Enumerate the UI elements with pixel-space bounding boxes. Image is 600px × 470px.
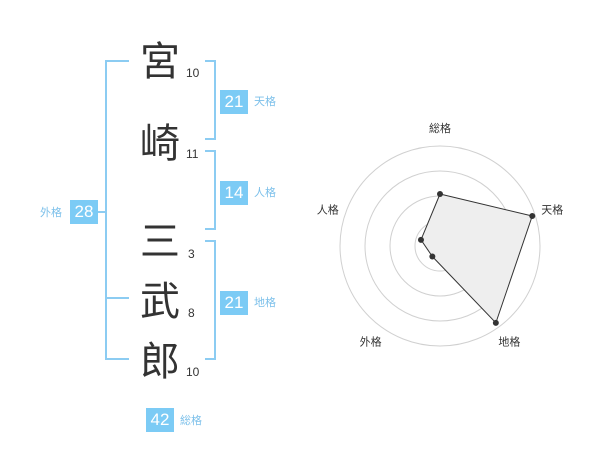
radar-axis-label-3: 地格 bbox=[498, 334, 520, 348]
gaikaku-value: 28 bbox=[70, 200, 98, 224]
gaikaku-label: 外格 bbox=[40, 206, 62, 219]
stroke-count-2: 11 bbox=[186, 147, 199, 161]
tenkaku-label: 天格 bbox=[254, 95, 276, 108]
chikaku-label: 地格 bbox=[254, 296, 276, 309]
radar-axis-label-1: 総格 bbox=[429, 121, 451, 135]
gaikaku-bracket bbox=[105, 60, 129, 360]
soukaku-label: 総格 bbox=[180, 414, 202, 427]
name-char-2: 崎 bbox=[140, 121, 180, 167]
name-char-3: 三 bbox=[140, 219, 180, 265]
jinkaku-bracket bbox=[205, 150, 216, 230]
radar-point-2 bbox=[529, 213, 536, 220]
radar-point-3 bbox=[492, 319, 499, 326]
stroke-count-5: 10 bbox=[186, 365, 200, 379]
name-char-1: 宮 bbox=[140, 39, 180, 85]
stroke-count-4: 8 bbox=[188, 306, 195, 320]
radar-axis-label-2: 天格 bbox=[541, 203, 563, 217]
radar-axis-label-4: 外格 bbox=[360, 334, 382, 348]
name-char-4: 武 bbox=[140, 279, 180, 325]
jinkaku-value: 14 bbox=[220, 181, 248, 205]
radar-area bbox=[420, 193, 533, 324]
radar-ring-4 bbox=[339, 145, 541, 347]
radar-axis-label-5: 人格 bbox=[317, 203, 339, 217]
stroke-count-1: 10 bbox=[186, 66, 200, 80]
stroke-count-3: 3 bbox=[188, 247, 195, 261]
chikaku-bracket bbox=[205, 240, 216, 360]
gaikaku-bracket-connector bbox=[97, 211, 106, 213]
radar-point-4 bbox=[429, 253, 436, 260]
jinkaku-label: 人格 bbox=[254, 186, 276, 199]
radar-point-5 bbox=[417, 236, 424, 243]
tenkaku-bracket bbox=[205, 60, 216, 140]
soukaku-value: 42 bbox=[146, 408, 174, 432]
chikaku-value: 21 bbox=[220, 291, 248, 315]
tenkaku-value: 21 bbox=[220, 90, 248, 114]
name-char-5: 郎 bbox=[140, 339, 180, 385]
radar-point-1 bbox=[437, 191, 443, 197]
gaikaku-bracket-mid-tick bbox=[105, 297, 129, 299]
